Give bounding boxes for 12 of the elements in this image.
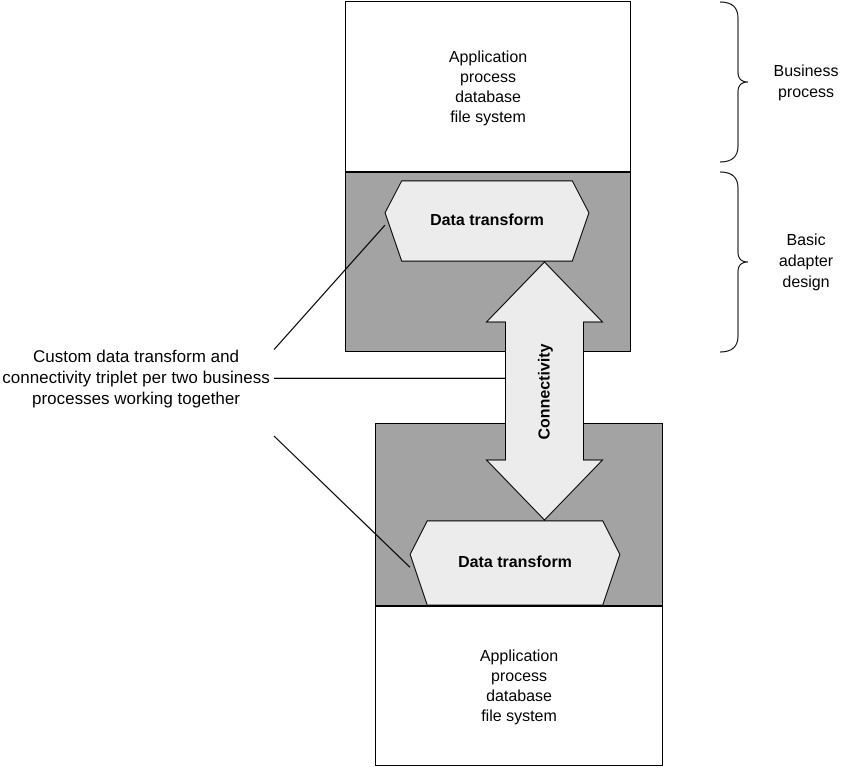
brace-label: Business process [772, 62, 840, 103]
leader-line [274, 378, 506, 379]
transform-hexagon: Data transform [408, 520, 622, 606]
process-box: Application process database file system [375, 606, 663, 766]
edge-label: Connectivity [535, 342, 554, 442]
leader-line [274, 224, 386, 350]
leader-line [274, 436, 410, 568]
callout-text: Custom data transform and connectivity triplet per two business processes working together [0, 346, 272, 436]
brace-label: Basic adapter design [778, 231, 834, 293]
double-block-arrow [485, 261, 604, 521]
process-box: Application process database file system [345, 1, 631, 172]
transform-hexagon: Data transform [383, 180, 591, 262]
